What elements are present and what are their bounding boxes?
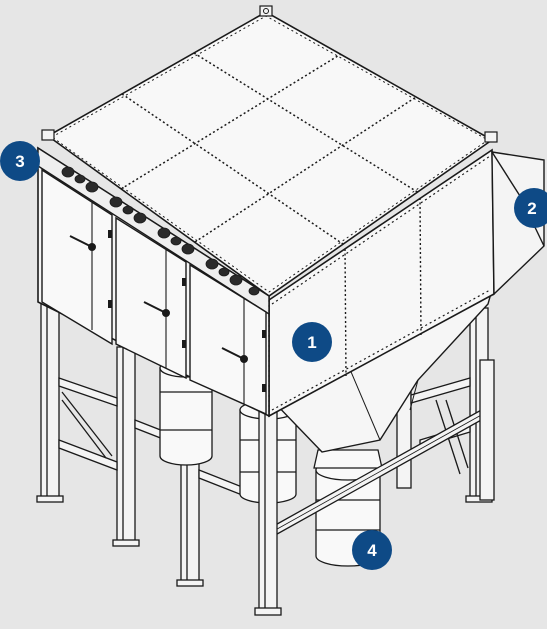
collector-front-face — [37, 146, 270, 418]
callout-3-label: 3 — [15, 152, 24, 171]
callout-1-label: 1 — [307, 333, 316, 352]
callout-3: 3 — [0, 141, 40, 181]
callout-4: 4 — [352, 530, 392, 570]
callout-4-label: 4 — [367, 541, 377, 560]
access-doors — [41, 168, 267, 416]
callout-2-label: 2 — [527, 199, 536, 218]
collector-roof — [41, 5, 498, 297]
callout-2: 2 — [514, 188, 547, 228]
callout-1: 1 — [292, 322, 332, 362]
